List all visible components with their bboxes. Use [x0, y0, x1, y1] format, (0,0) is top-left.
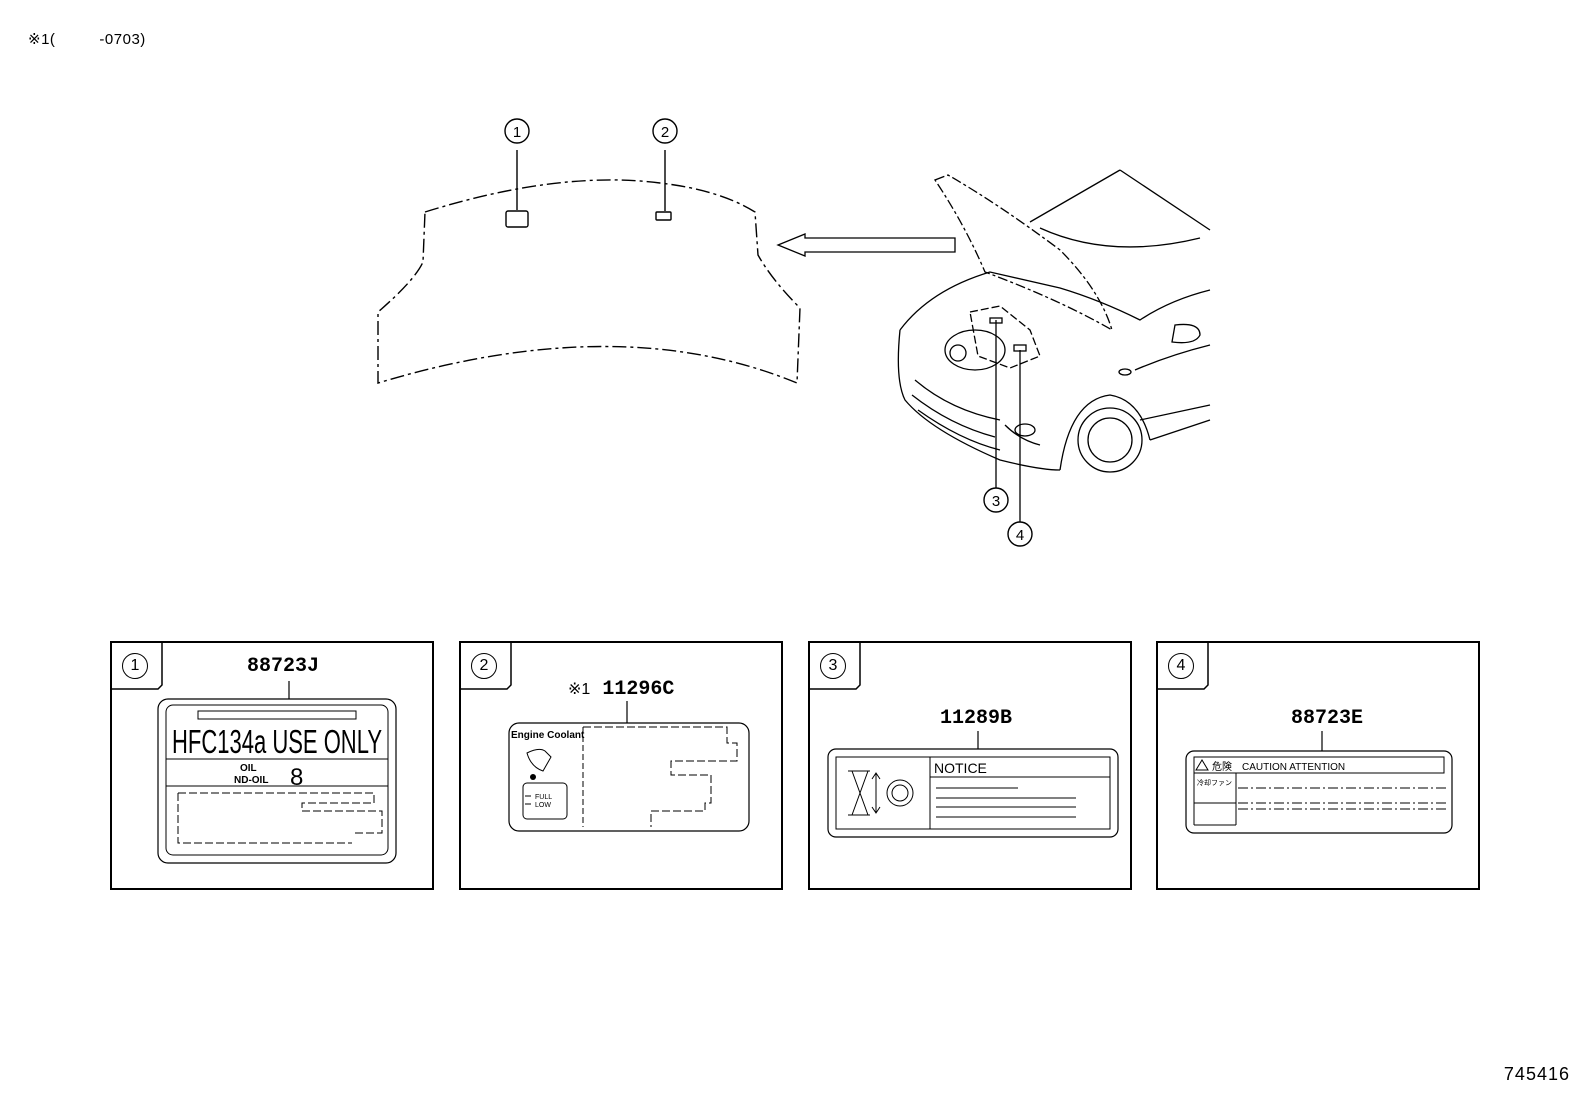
panel-3-tab: 3	[810, 643, 860, 689]
panel-2-tab: 2	[461, 643, 511, 689]
oil-grade: 8	[290, 764, 303, 791]
note-close: -0703)	[99, 31, 146, 48]
full-mark: FULL	[535, 794, 552, 801]
refrigerant-label-text: HFC134a USE ONLY	[172, 723, 382, 760]
direction-arrow	[776, 233, 956, 257]
callout-3	[983, 487, 1009, 513]
label-panel-1: HFC134a USE ONLY OIL ND-OIL 8 1 88723J	[110, 641, 434, 890]
label-panel-2: Engine Coolant FULL LOW 2 ※1 11296C	[459, 641, 783, 890]
part-number-88723J: 88723J	[247, 655, 320, 678]
caution-heading: CAUTION ATTENTION	[1242, 762, 1345, 773]
note-open: (	[49, 31, 56, 48]
panel-1-tab: 1	[112, 643, 162, 689]
callout-2-label: 2	[661, 124, 669, 141]
callout-1-label: 1	[513, 124, 521, 141]
part-number-11296C: ※1 11296C	[568, 678, 675, 701]
notice-heading: NOTICE	[934, 760, 987, 776]
callout-1	[504, 118, 530, 144]
diagram-reference-number: 745416	[1503, 1064, 1570, 1084]
label-panel-4: 危険 CAUTION ATTENTION 冷却ファン 4 88723E	[1156, 641, 1480, 890]
panel-4-tab: 4	[1158, 643, 1208, 689]
oil-type-label: ND-OIL	[234, 775, 268, 786]
coolant-label-text: Engine Coolant	[511, 730, 585, 741]
callout-4	[1007, 521, 1033, 547]
oil-label: OIL	[240, 763, 257, 774]
part-number-11289B: 11289B	[940, 707, 1013, 730]
danger-jp: 危険	[1212, 761, 1232, 773]
hood-outline	[377, 179, 801, 385]
label-panel-3: NOTICE 3 11289B	[808, 641, 1132, 890]
callout-2	[652, 118, 678, 144]
low-mark: LOW	[535, 802, 551, 809]
vehicle-front-view	[897, 169, 1211, 522]
note-mark-ref: ※1	[568, 681, 591, 698]
note-mark: ※1	[28, 31, 50, 48]
fan-jp: 冷却ファン	[1197, 778, 1232, 787]
part-number-88723E: 88723E	[1291, 707, 1364, 730]
applicability-note: ※1( -0703)	[28, 30, 146, 48]
callout-4-label: 4	[1016, 527, 1024, 544]
callout-3-label: 3	[992, 493, 1000, 510]
hood-label-1	[505, 210, 529, 228]
hood-label-2	[655, 211, 672, 221]
exploded-view: 1 2	[377, 118, 1211, 547]
